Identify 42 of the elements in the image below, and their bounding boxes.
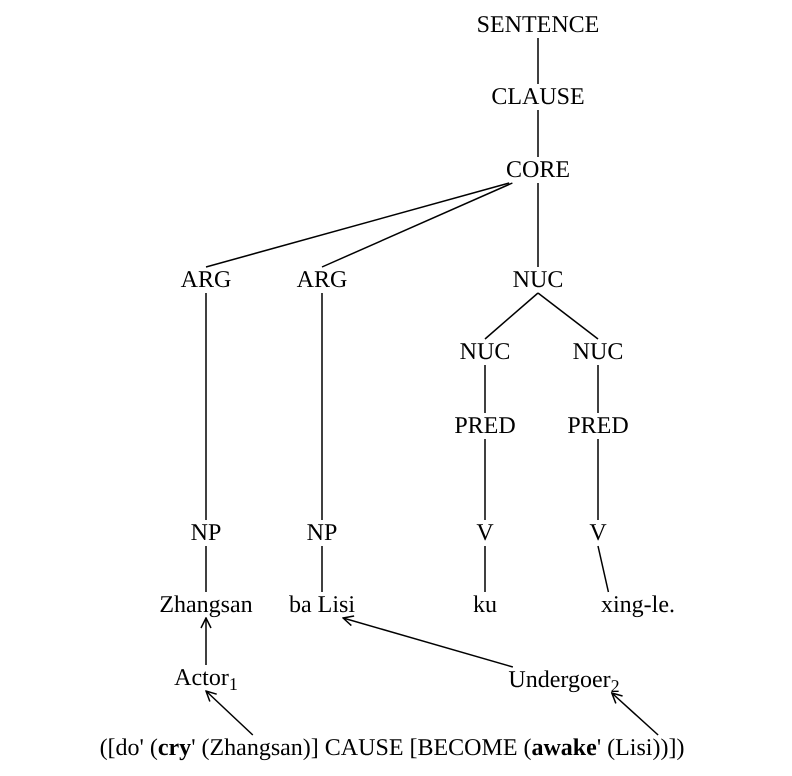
category-label: V — [589, 518, 607, 548]
arrow — [205, 690, 254, 736]
category-label: PRED — [454, 411, 516, 441]
tree-branch-line — [205, 546, 207, 592]
word-label: ba Lisi — [289, 590, 355, 620]
arrow — [342, 615, 514, 668]
category-label: ARG — [180, 265, 232, 295]
tree-branch-line — [322, 182, 513, 268]
category-label: PRED — [567, 411, 629, 441]
tree-branch-line — [537, 38, 539, 84]
word-label: Zhangsan — [159, 590, 253, 620]
tree-branch-line — [484, 546, 486, 592]
tree-branch-line — [484, 365, 486, 413]
tree-branch-line — [205, 293, 207, 520]
arrow — [611, 692, 659, 736]
logical-structure-label: ([do' (cry' (Zhangsan)] CAUSE [BECOME (awake' (Lisi))]) — [100, 733, 684, 763]
tree-branch-line — [537, 183, 539, 267]
category-label: SENTENCE — [476, 10, 600, 40]
category-label: NUC — [512, 265, 564, 295]
tree-branch-line — [597, 439, 599, 520]
tree-branch-line — [538, 292, 598, 340]
category-label: CLAUSE — [491, 82, 585, 112]
word-label: ku — [473, 590, 497, 620]
tree-branch-line — [484, 439, 486, 520]
category-label: ARG — [296, 265, 348, 295]
category-label: CORE — [506, 155, 570, 185]
tree-branch-line — [597, 365, 599, 413]
tree-branch-line — [537, 110, 539, 157]
tree-branch-line — [206, 182, 510, 268]
category-label: NUC — [460, 337, 510, 367]
role-label: Undergoer$_{2}$ — [508, 665, 620, 695]
tree-branch-line — [597, 546, 610, 592]
tree-branch-line — [321, 293, 323, 520]
word-label: xing-le. — [601, 590, 675, 620]
category-label: NP — [306, 518, 338, 548]
role-label: Actor$_{1}$ — [174, 663, 238, 693]
tree-branch-line — [484, 292, 538, 340]
category-label: NP — [190, 518, 222, 548]
category-label: NUC — [572, 337, 624, 367]
tree-branch-line — [321, 546, 323, 592]
category-label: V — [476, 518, 494, 548]
arrow — [200, 617, 212, 665]
